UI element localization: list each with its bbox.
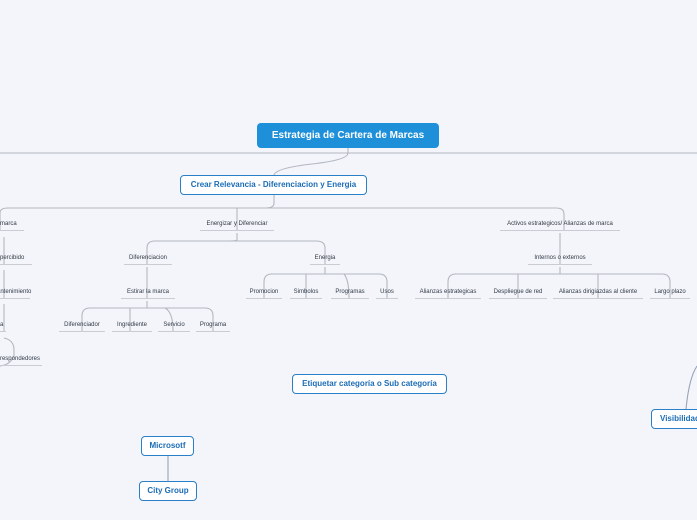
floating-etiquetar-categoria[interactable]: Etiquetar categoría o Sub categoría: [292, 374, 447, 394]
leaf-servicio[interactable]: Servicio: [158, 321, 190, 332]
branch-percibido[interactable]: percibido: [0, 254, 32, 265]
branch-estirar-marca[interactable]: Estirar la marca: [121, 288, 175, 299]
branch-mantenimiento[interactable]: mantenimiento: [0, 288, 31, 299]
leaf-ingrediente[interactable]: Ingrediente: [112, 321, 152, 332]
main-topic-node[interactable]: Crear Relevancia - Diferenciacion y Ener…: [180, 175, 367, 195]
branch-internos-externos[interactable]: Internos o externos: [528, 254, 592, 265]
leaf-alianzas-cliente[interactable]: Alianzas dirigiazdas al cliente: [553, 288, 643, 299]
branch-respondedores[interactable]: respondedores: [0, 355, 42, 366]
branch-energizar[interactable]: Energizar y Diferenciar: [200, 220, 274, 231]
floating-city-group[interactable]: City Group: [139, 481, 197, 501]
leaf-programas[interactable]: Programas: [331, 288, 369, 299]
leaf-alianzas-estrategicas[interactable]: Alianzas estrategicas: [415, 288, 481, 299]
leaf-simbolos[interactable]: Simbolos: [290, 288, 322, 299]
leaf-usos[interactable]: Usos: [376, 288, 398, 299]
floating-visibilidad[interactable]: Visibilidad: [651, 409, 697, 429]
floating-microsoft[interactable]: Microsotf: [141, 436, 194, 456]
root-node[interactable]: Estrategia de Cartera de Marcas: [257, 123, 439, 148]
branch-diferenciacion[interactable]: Diferenciacion: [124, 254, 172, 265]
branch-energia[interactable]: Energia: [310, 254, 340, 265]
branch-marca[interactable]: marca: [0, 220, 24, 231]
branch-a[interactable]: a: [0, 321, 6, 332]
leaf-largo-plazo[interactable]: Largo plazo: [650, 288, 690, 299]
branch-activos-estrategicos[interactable]: Activos estrategicos/ Alianzas de marca: [500, 220, 620, 231]
leaf-despliegue-red[interactable]: Despliegue de red: [489, 288, 547, 299]
leaf-diferenciador[interactable]: Diferenciador: [59, 321, 105, 332]
leaf-promocion[interactable]: Promocion: [246, 288, 282, 299]
leaf-programa[interactable]: Programa: [196, 321, 230, 332]
